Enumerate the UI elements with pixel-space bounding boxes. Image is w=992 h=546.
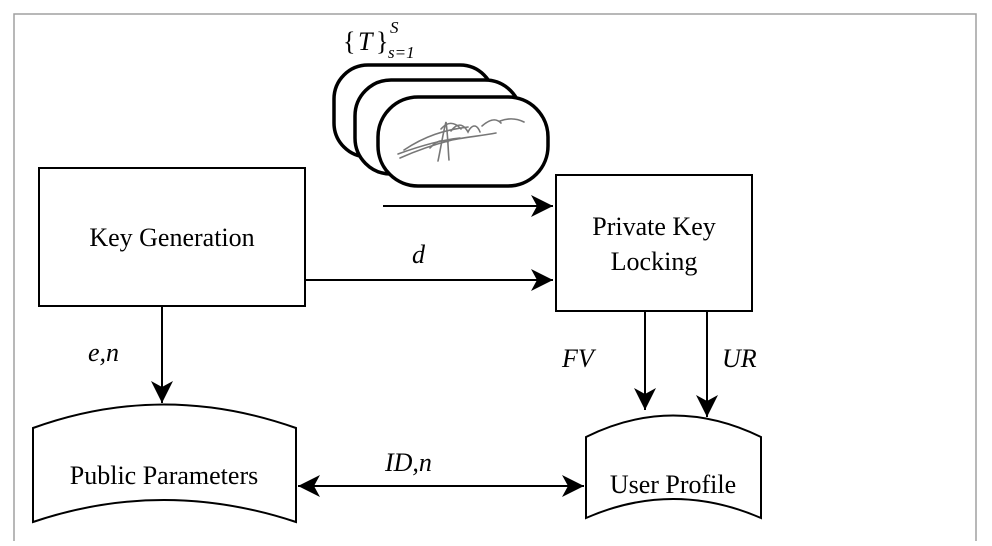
signature-image xyxy=(397,118,525,162)
templates-open-brace: { xyxy=(343,27,355,56)
ur-edge-label: UR xyxy=(722,344,757,373)
frame-border xyxy=(13,13,977,541)
private-key-locking-label-line2: Locking xyxy=(611,247,698,276)
key-generation-label: Key Generation xyxy=(89,223,254,252)
public-parameters-store xyxy=(32,403,297,524)
templates-var: T xyxy=(358,27,374,56)
fv-edge-label: FV xyxy=(561,344,597,373)
private-key-locking-box xyxy=(555,174,753,312)
user-profile-store xyxy=(585,414,762,520)
templates-superscript: S xyxy=(390,18,399,37)
private-key-locking-label-line1: Private Key xyxy=(592,212,715,241)
signature-template-stack xyxy=(332,63,550,188)
templates-subscript: s=1 xyxy=(388,43,415,62)
templates-close-brace: } xyxy=(376,27,388,56)
key-generation-box xyxy=(38,167,306,307)
templates-label: { T } S s=1 xyxy=(343,18,415,62)
user-profile-label: User Profile xyxy=(610,470,736,499)
d-edge-label: d xyxy=(412,240,426,269)
public-parameters-label: Public Parameters xyxy=(70,461,258,490)
idn-edge-label: ID,n xyxy=(384,448,432,477)
en-edge-label: e,n xyxy=(88,338,119,367)
template-card-front xyxy=(376,95,550,188)
